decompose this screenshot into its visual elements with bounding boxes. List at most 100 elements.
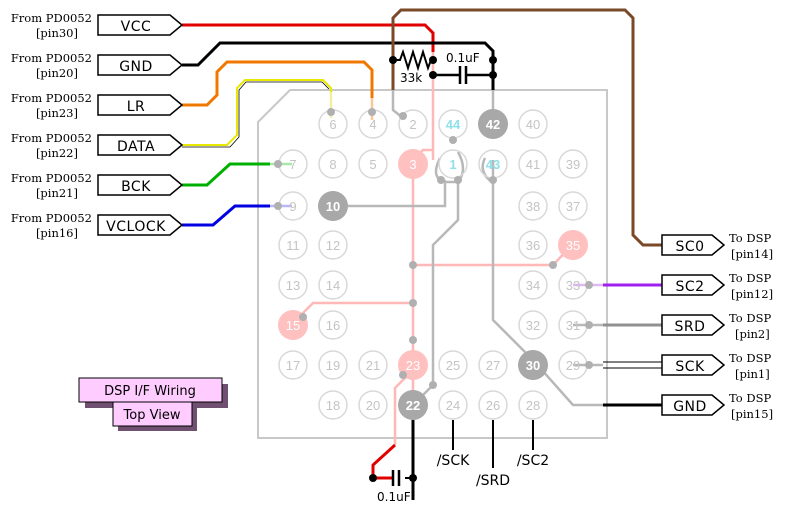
pin-13: 13 — [278, 270, 308, 300]
svg-text:To DSP: To DSP — [729, 351, 771, 365]
connector-sck: SCK To DSP [pin1] — [661, 351, 771, 381]
pin-17: 17 — [278, 350, 308, 380]
pin-19: 19 — [318, 350, 348, 380]
svg-text:Top View: Top View — [123, 408, 181, 423]
connector-vclock: From PD0052 [pin16] VCLOCK — [11, 211, 184, 240]
pin-3: 3 — [398, 149, 428, 179]
bottom-labels: /SCK /SRD /SC2 — [437, 453, 549, 489]
svg-text:/SC2: /SC2 — [517, 453, 549, 469]
svg-text:[pin20]: [pin20] — [36, 66, 78, 80]
pin-35: 35 — [558, 230, 588, 260]
svg-text:[pin12]: [pin12] — [731, 287, 773, 301]
pin-20: 20 — [358, 390, 388, 420]
resistor-33k: 33k — [393, 48, 433, 85]
pin-36: 36 — [518, 230, 548, 260]
title-box: DSP I/F Wiring Top View — [78, 377, 228, 431]
pin-14: 14 — [318, 270, 348, 300]
svg-text:33k: 33k — [400, 71, 422, 85]
svg-text:29: 29 — [566, 358, 580, 373]
connector-vcc: From PD0052 [pin30] VCC — [11, 11, 184, 40]
pin-16: 16 — [318, 310, 348, 340]
vcc-wire — [182, 23, 435, 52]
svg-text:[pin30]: [pin30] — [36, 26, 78, 40]
svg-text:36: 36 — [526, 238, 540, 253]
pin-41: 41 — [518, 149, 548, 179]
svg-text:To DSP: To DSP — [729, 311, 771, 325]
pin-10: 10 — [318, 191, 348, 221]
svg-text:30: 30 — [526, 358, 540, 373]
svg-text:1: 1 — [449, 157, 456, 172]
svg-text:20: 20 — [366, 398, 380, 413]
pin-39: 39 — [558, 149, 588, 179]
pin-11: 11 — [278, 230, 308, 260]
svg-text:/SCK: /SCK — [437, 453, 470, 469]
svg-text:22: 22 — [406, 398, 420, 413]
connector-lr: From PD0052 [pin23] LR — [11, 91, 184, 120]
svg-text:32: 32 — [526, 318, 540, 333]
pin-38: 38 — [518, 191, 548, 221]
pin-30: 30 — [518, 350, 548, 380]
svg-text:6: 6 — [329, 117, 336, 132]
connector-sc0: SC0 To DSP [pin14] — [661, 231, 773, 261]
svg-text:12: 12 — [326, 238, 340, 253]
svg-text:3: 3 — [409, 157, 416, 172]
svg-text:37: 37 — [566, 199, 580, 214]
svg-text:8: 8 — [329, 157, 336, 172]
connector-sc2: SC2 To DSP [pin12] — [661, 271, 773, 301]
board-outline — [257, 89, 608, 439]
svg-text:DSP I/F Wiring: DSP I/F Wiring — [104, 384, 196, 399]
connector-gnd-dsp: GND To DSP [pin15] — [661, 391, 773, 421]
svg-text:[pin1]: [pin1] — [735, 367, 770, 381]
pin-40: 40 — [518, 109, 548, 139]
svg-text:4: 4 — [369, 117, 376, 132]
connector-srd: SRD To DSP [pin2] — [661, 311, 771, 341]
connector-gnd: From PD0052 [pin20] GND — [11, 51, 184, 80]
svg-text:34: 34 — [526, 278, 540, 293]
svg-text:40: 40 — [526, 117, 540, 132]
pin-22: 22 — [398, 390, 428, 420]
svg-text:SC2: SC2 — [675, 279, 704, 295]
svg-text:GND: GND — [119, 59, 153, 75]
pin-26: 26 — [478, 390, 508, 420]
pin-28: 28 — [518, 390, 548, 420]
svg-text:To DSP: To DSP — [729, 391, 771, 405]
svg-text:41: 41 — [526, 157, 540, 172]
svg-text:GND: GND — [673, 399, 707, 415]
svg-text:13: 13 — [286, 278, 300, 293]
svg-text:15: 15 — [286, 318, 300, 333]
capacitor-top: 0.1uF — [433, 51, 493, 84]
pin-grid: 6 4 2 44 42 40 7 8 5 3 1 43 41 39 9 10 3… — [278, 109, 588, 420]
svg-text:39: 39 — [566, 157, 580, 172]
svg-text:10: 10 — [326, 199, 340, 214]
data-wire — [182, 79, 332, 146]
svg-text:[pin21]: [pin21] — [36, 186, 78, 200]
svg-text:0.1uF: 0.1uF — [446, 51, 480, 65]
svg-text:35: 35 — [566, 238, 580, 253]
sc0-wire — [391, 8, 662, 247]
svg-text:26: 26 — [486, 398, 500, 413]
svg-text:From PD0052: From PD0052 — [11, 51, 92, 65]
svg-text:43: 43 — [486, 157, 500, 172]
pin-21: 21 — [358, 350, 388, 380]
black-dots — [369, 56, 497, 482]
bottom-vcc-wire — [371, 443, 397, 480]
svg-text:21: 21 — [366, 358, 380, 373]
svg-text:24: 24 — [446, 398, 460, 413]
bck-wire — [182, 162, 270, 187]
svg-text:33: 33 — [566, 278, 580, 293]
pin-37: 37 — [558, 191, 588, 221]
svg-text:42: 42 — [486, 117, 500, 132]
svg-text:7: 7 — [289, 157, 296, 172]
connector-data: From PD0052 [pin22] DATA — [11, 131, 184, 160]
svg-text:[pin16]: [pin16] — [36, 226, 78, 240]
svg-text:LR: LR — [127, 99, 146, 115]
pin-12: 12 — [318, 230, 348, 260]
svg-text:38: 38 — [526, 199, 540, 214]
pin-24: 24 — [438, 390, 468, 420]
pin-42: 42 — [478, 109, 508, 139]
svg-text:2: 2 — [409, 117, 416, 132]
svg-text:VCC: VCC — [121, 19, 152, 35]
svg-text:27: 27 — [486, 358, 500, 373]
svg-text:From PD0052: From PD0052 — [11, 11, 92, 25]
capacitor-bottom: 0.1uF — [377, 470, 411, 504]
